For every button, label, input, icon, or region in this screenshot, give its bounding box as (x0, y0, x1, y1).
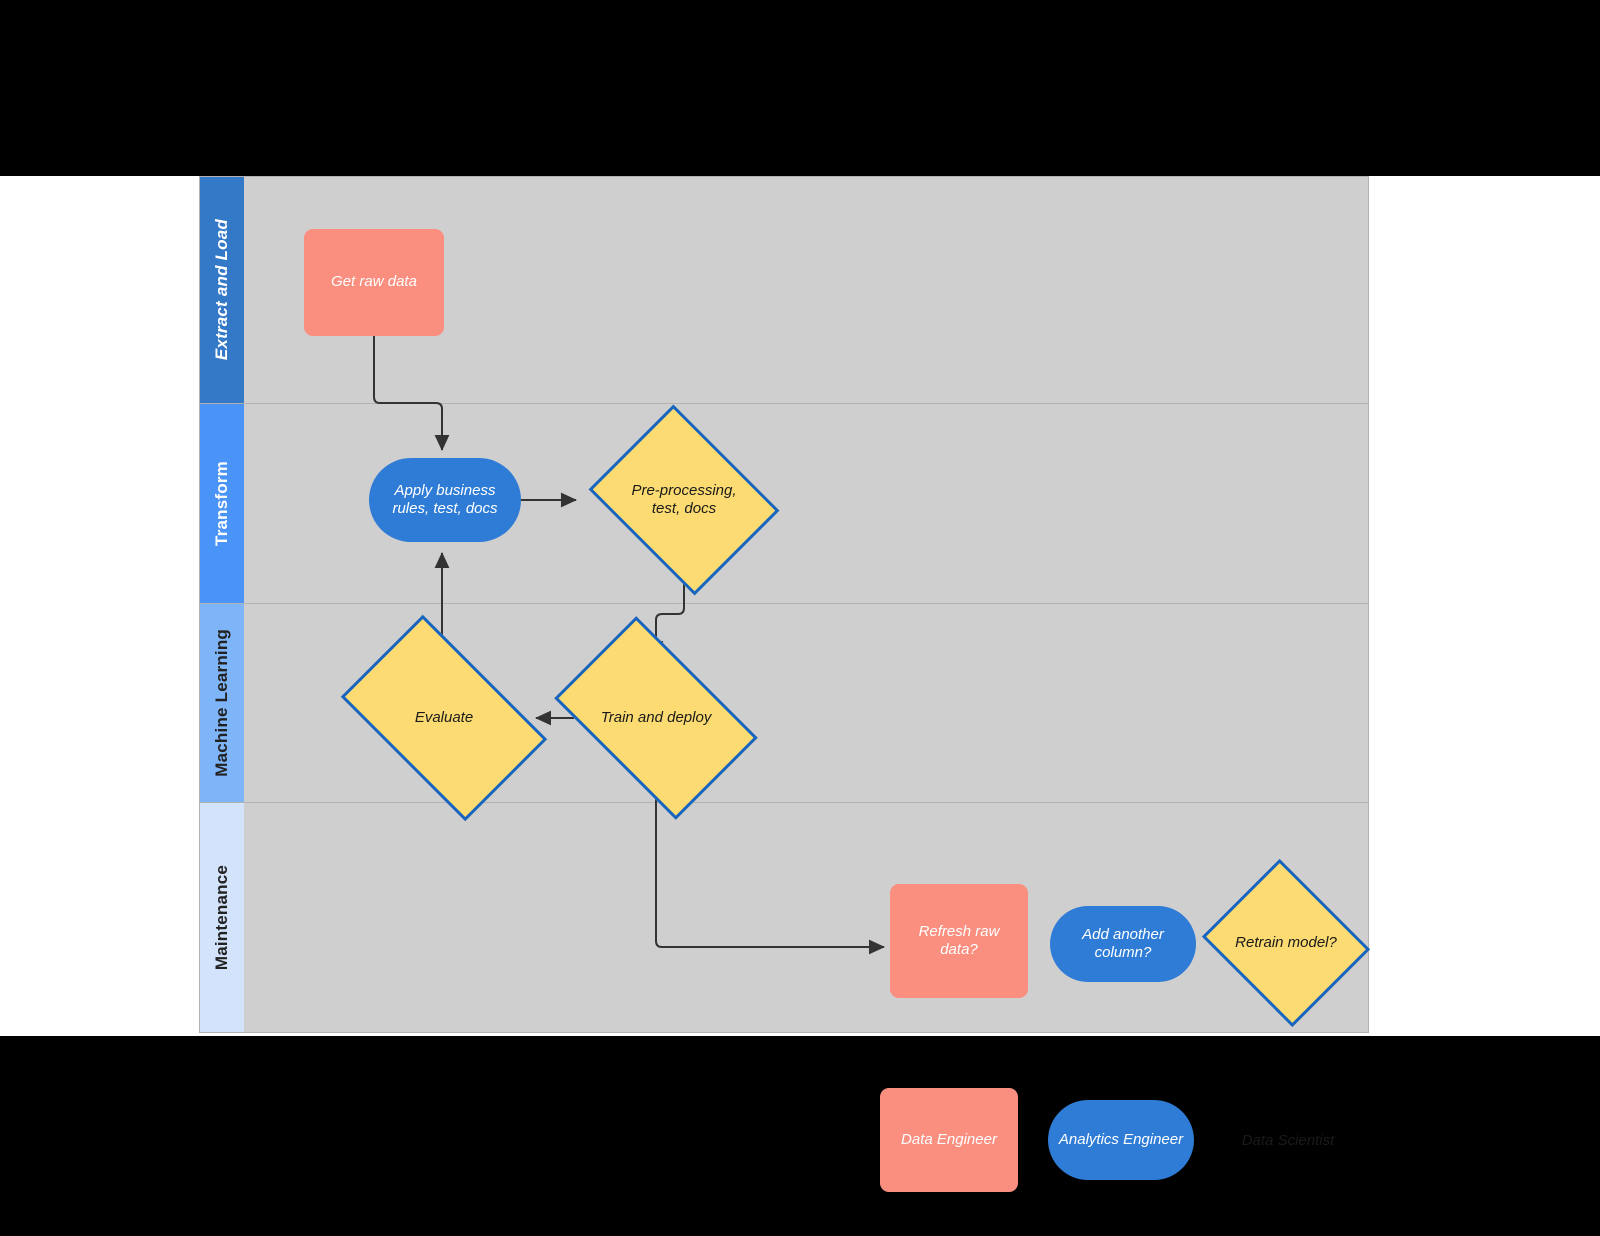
node-label: Apply business rules, test, docs (392, 481, 498, 517)
node-label: Pre-processing, test, docs (631, 481, 737, 517)
node-label: Train and deploy (600, 708, 712, 726)
node-pre-processing[interactable]: Pre-processing, test, docs (588, 404, 780, 596)
node-refresh-raw-data[interactable]: Refresh raw data? (890, 884, 1028, 998)
lane-label-machine-learning: Machine Learning (212, 629, 231, 777)
legend-item-data-scientist: Data Scientist (1201, 1054, 1375, 1228)
lane-body-maintenance (244, 803, 1368, 1032)
node-label: Retrain model? (1235, 933, 1337, 951)
node-apply-business-rules[interactable]: Apply business rules, test, docs (369, 458, 521, 542)
lane-label-transform: Transform (212, 461, 231, 546)
legend-backdrop (0, 1036, 1600, 1236)
legend: Data Engineer Analytics Engineer Data Sc… (880, 1054, 1375, 1228)
node-label: Get raw data (331, 273, 417, 291)
legend-label: Analytics Engineer (1058, 1130, 1184, 1148)
lane-header-transform: Transform (200, 404, 244, 603)
node-label: Refresh raw data? (918, 922, 1000, 958)
node-evaluate[interactable]: Evaluate (340, 614, 548, 822)
legend-label: Data Engineer (901, 1130, 997, 1148)
lane-header-maintenance: Maintenance (200, 803, 244, 1032)
lane-label-extract-and-load: Extract and Load (212, 219, 231, 361)
legend-item-analytics-engineer: Analytics Engineer (1048, 1100, 1194, 1180)
lane-label-maintenance: Maintenance (212, 864, 231, 971)
node-get-raw-data[interactable]: Get raw data (304, 229, 444, 336)
lane-header-machine-learning: Machine Learning (200, 604, 244, 802)
legend-label: Data Scientist (1241, 1131, 1335, 1149)
node-label: Add another column? (1082, 925, 1164, 961)
node-add-another-column[interactable]: Add another column? (1050, 906, 1196, 982)
node-train-and-deploy[interactable]: Train and deploy (554, 616, 758, 820)
lane-header-extract-and-load: Extract and Load (200, 177, 244, 403)
legend-item-data-engineer: Data Engineer (880, 1088, 1018, 1192)
node-retrain-model[interactable]: Retrain model? (1201, 858, 1371, 1028)
lane-maintenance: Maintenance (200, 803, 1368, 1032)
node-label: Evaluate (414, 708, 474, 726)
